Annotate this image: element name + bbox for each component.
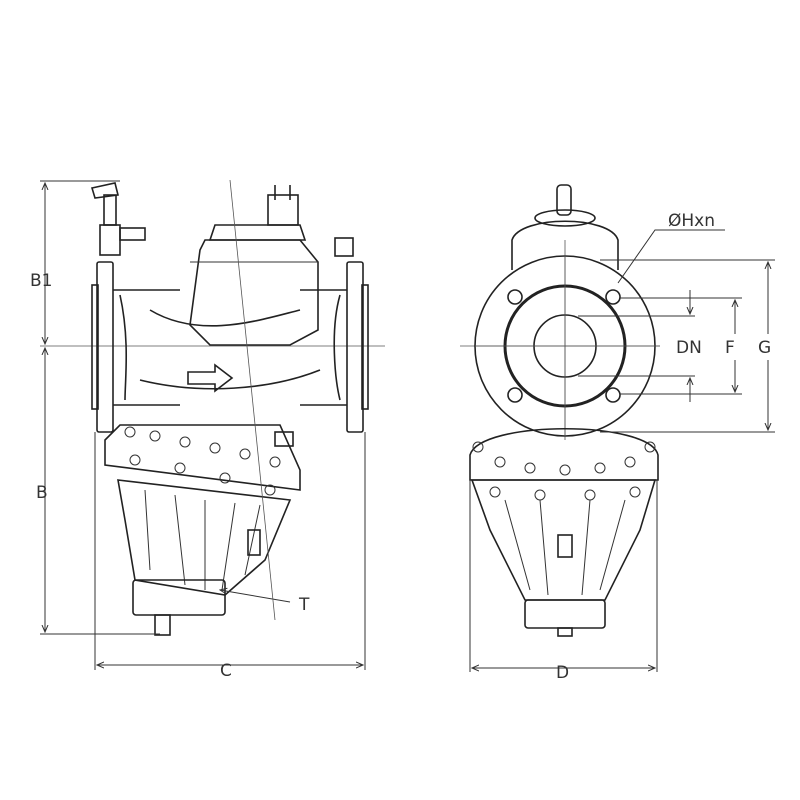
dim-label-dn: DN	[676, 338, 702, 358]
dim-label-t: T	[298, 595, 310, 615]
dim-label-f: F	[725, 338, 735, 358]
dim-label-d: D	[556, 663, 569, 683]
dim-label-b1: B1	[30, 271, 52, 291]
dim-label-c: C	[220, 661, 232, 681]
dim-label-g: G	[758, 338, 771, 358]
dim-label-hole: ØHxn	[668, 211, 715, 231]
dim-label-b: B	[36, 483, 48, 503]
side-view	[40, 179, 385, 670]
front-view	[460, 184, 775, 672]
